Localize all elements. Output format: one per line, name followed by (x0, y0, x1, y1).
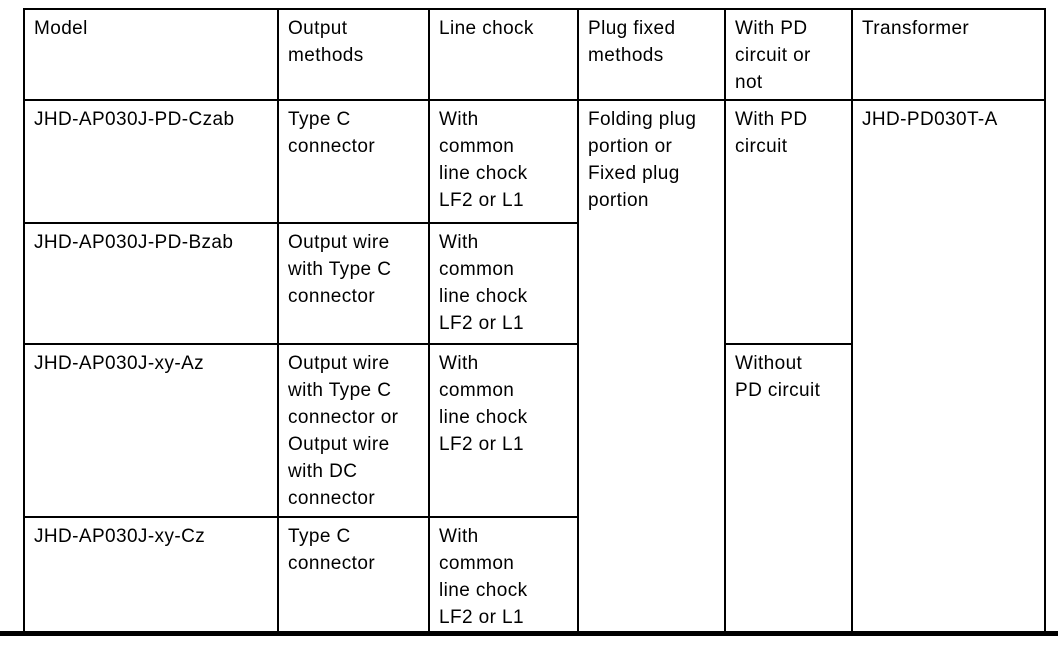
cell-model: JHD-AP030J-xy-Cz (23, 516, 279, 635)
table-header-row: Model Output methods Line chock Plug fix… (23, 8, 1046, 101)
model-spec-table: Model Output methods Line chock Plug fix… (23, 8, 1046, 635)
cell-output-method: Output wire with Type C connector (277, 222, 430, 345)
header-line-chock: Line chock (428, 8, 579, 101)
table-row: JHD-AP030J-PD-Czab Type C connector With… (23, 99, 1046, 635)
cell-output-method: Output wire with Type C connector or Out… (277, 343, 430, 518)
cell-model: JHD-AP030J-xy-Az (23, 343, 279, 518)
cell-model: JHD-AP030J-PD-Bzab (23, 222, 279, 345)
header-plug-fixed-methods: Plug fixed methods (577, 8, 726, 101)
cell-line-chock: With common line chock LF2 or L1 (428, 222, 579, 345)
cell-model: JHD-AP030J-PD-Czab (23, 99, 279, 224)
cell-with-pd-circuit: With PD circuit (724, 99, 853, 345)
cell-plug-fixed-methods: Folding plug portion or Fixed plug porti… (577, 99, 726, 635)
header-pd-circuit-or-not: With PD circuit or not (724, 8, 853, 101)
header-transformer: Transformer (851, 8, 1046, 101)
cell-without-pd-circuit: Without PD circuit (724, 343, 853, 635)
table-row: JHD-AP030J-PD-Bzab Output wire with Type… (23, 222, 1045, 345)
cell-line-chock: With common line chock LF2 or L1 (428, 99, 579, 224)
cell-output-method: Type C connector (277, 516, 430, 635)
cell-transformer: JHD-PD030T-A (851, 99, 1046, 635)
cell-line-chock: With common line chock LF2 or L1 (428, 343, 579, 518)
cell-line-chock: With common line chock LF2 or L1 (428, 516, 579, 635)
header-output-methods: Output methods (277, 8, 430, 101)
page-bottom-rule (0, 631, 1058, 636)
table-row: JHD-AP030J-xy-Cz Type C connector With c… (23, 516, 1045, 635)
cell-output-method: Type C connector (277, 99, 430, 224)
header-model: Model (23, 8, 279, 101)
